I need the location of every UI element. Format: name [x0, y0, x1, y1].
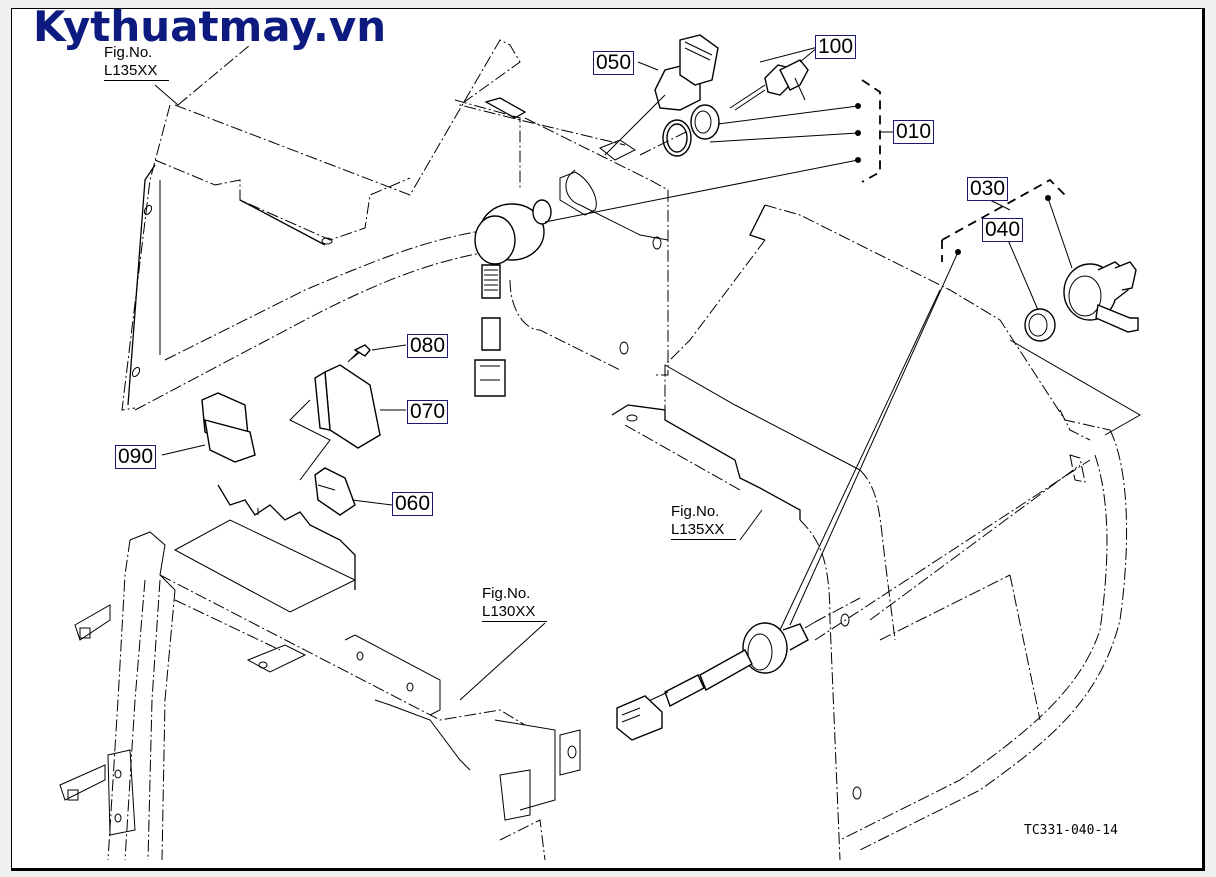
part-010-nut — [662, 104, 720, 157]
part-060-flasher — [314, 467, 393, 516]
lower-frame — [59, 531, 581, 861]
part-050-connector — [654, 34, 719, 111]
part-090-relay — [161, 392, 256, 463]
callout-080[interactable]: 080 — [407, 334, 449, 358]
drawing-id: TC331-040-14 — [1024, 823, 1118, 838]
part-070-relay — [289, 364, 406, 481]
leader-lines — [544, 46, 893, 223]
left-dash-panel — [121, 39, 626, 411]
figref-label: Fig.No. — [671, 503, 720, 520]
figref-label: Fig.No. — [482, 585, 531, 602]
figref-right: Fig.No. L135XX — [671, 503, 737, 540]
part-080-bolt — [347, 344, 407, 363]
figref-code: L135XX — [671, 521, 737, 540]
key-switch — [474, 199, 552, 397]
relay-bracket — [173, 484, 357, 613]
figref-label: Fig.No. — [104, 44, 153, 61]
callout-070[interactable]: 070 — [407, 400, 449, 424]
light-switch-harness — [616, 597, 861, 741]
part-100-keys — [729, 59, 809, 111]
callout-050[interactable]: 050 — [593, 51, 635, 75]
figref-leaders — [154, 44, 763, 701]
key-switch-washer — [559, 171, 597, 216]
figref-code: L130XX — [482, 603, 548, 622]
callout-010[interactable]: 010 — [893, 120, 935, 144]
key-switch-bracket — [454, 97, 669, 376]
figref-lower: Fig.No. L130XX — [482, 585, 548, 622]
callout-100[interactable]: 100 — [815, 35, 857, 59]
callout-040[interactable]: 040 — [982, 218, 1024, 242]
site-watermark: Kythuatmay.vn — [33, 2, 387, 51]
figref-code: L135XX — [104, 62, 170, 81]
right-fender — [611, 204, 1128, 861]
part-030-light-switch — [779, 178, 1142, 631]
callout-030[interactable]: 030 — [967, 177, 1009, 201]
callout-090[interactable]: 090 — [115, 445, 157, 469]
callout-060[interactable]: 060 — [392, 492, 434, 516]
figref-upper-left: Fig.No. L135XX — [104, 44, 170, 81]
